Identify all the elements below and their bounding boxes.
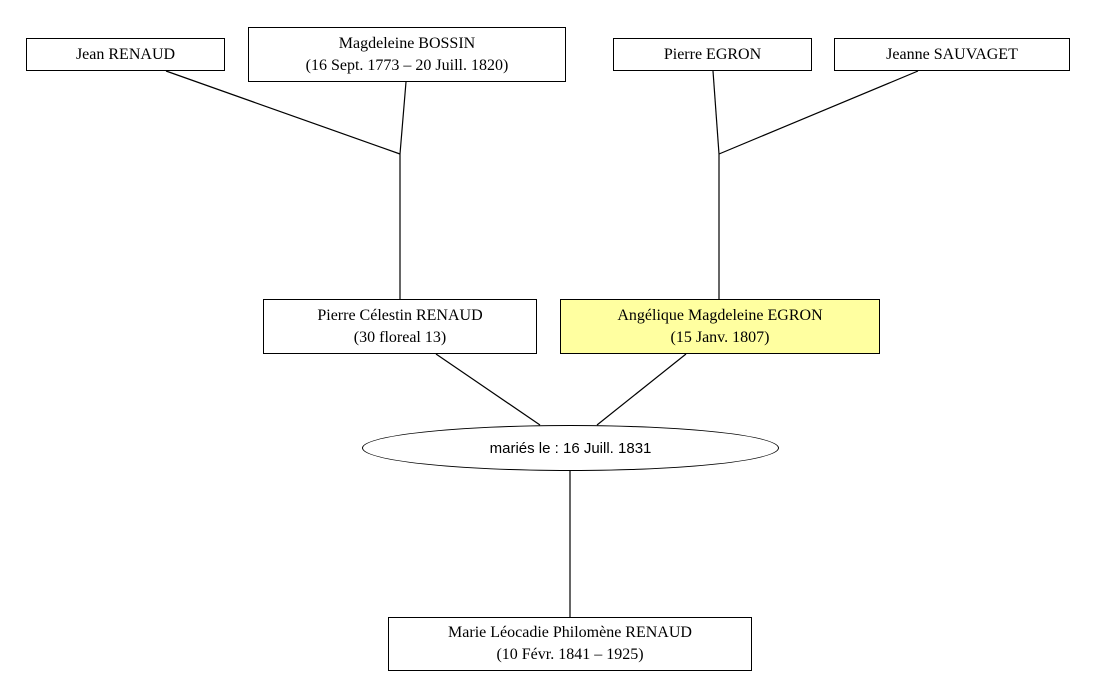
link-magdeleine-bossin (399, 81, 407, 155)
person-jeanne-sauvaget[interactable]: Jeanne SAUVAGET (834, 38, 1070, 71)
person-marie-leocadie-philomene-renaud[interactable]: Marie Léocadie Philomène RENAUD (10 Févr… (388, 617, 752, 671)
person-magdeleine-bossin[interactable]: Magdeleine BOSSIN (16 Sept. 1773 – 20 Ju… (248, 27, 566, 82)
link-pierre-egron (712, 70, 720, 155)
person-name: Magdeleine BOSSIN (338, 34, 476, 52)
person-name: Jean RENAUD (75, 45, 176, 63)
link-jeanne-sauvaget (718, 70, 919, 155)
person-dates: (10 Févr. 1841 – 1925) (496, 646, 644, 663)
person-pierre-egron[interactable]: Pierre EGRON (613, 38, 812, 71)
person-name: Marie Léocadie Philomène RENAUD (448, 624, 692, 641)
person-angelique-magdeleine-egron[interactable]: Angélique Magdeleine EGRON (15 Janv. 180… (560, 299, 880, 354)
person-name: Jeanne SAUVAGET (886, 45, 1018, 63)
link-pierre-celestin (435, 353, 541, 426)
person-dates: (15 Janv. 1807) (670, 328, 770, 346)
person-name: Pierre EGRON (663, 45, 762, 63)
person-dates: (30 floreal 13) (353, 328, 447, 346)
link-jean-renaud (165, 70, 401, 155)
person-name: Pierre Célestin RENAUD (317, 306, 483, 324)
person-jean-renaud[interactable]: Jean RENAUD (26, 38, 225, 71)
link-angelique (596, 353, 687, 426)
person-name: Angélique Magdeleine EGRON (617, 306, 823, 324)
person-pierre-celestin-renaud[interactable]: Pierre Célestin RENAUD (30 floreal 13) (263, 299, 537, 354)
marriage-label: mariés le : 16 Juill. 1831 (489, 439, 652, 457)
marriage-node[interactable]: mariés le : 16 Juill. 1831 (362, 425, 779, 471)
person-dates: (16 Sept. 1773 – 20 Juill. 1820) (305, 56, 509, 74)
